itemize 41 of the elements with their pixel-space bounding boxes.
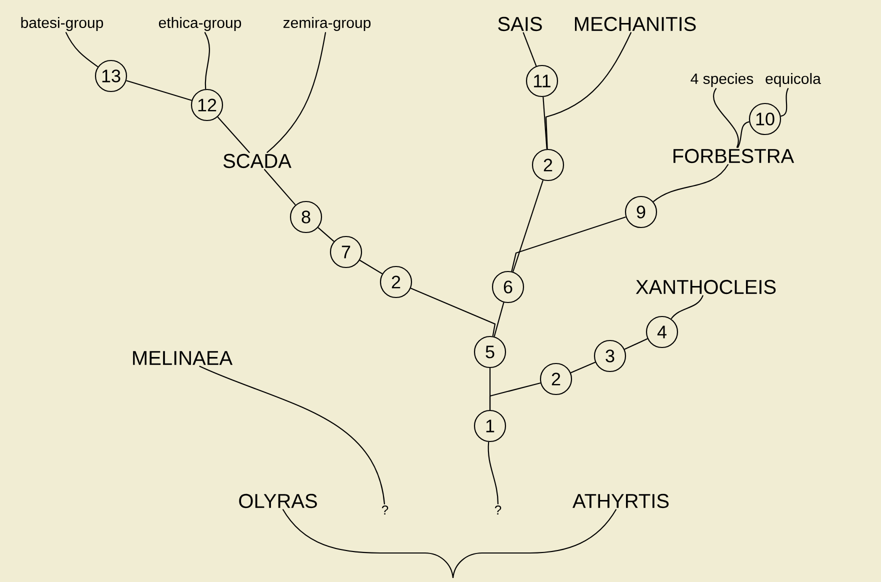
- branch-line: [217, 116, 250, 154]
- branch-line: [737, 121, 750, 148]
- question-mark: ?: [382, 505, 388, 515]
- taxon-label: MELINAEA: [133, 351, 233, 365]
- branch-line: [264, 168, 296, 206]
- taxon-label: MECHANITIS: [574, 16, 696, 32]
- taxon-label: SAIS: [498, 16, 542, 32]
- group-label: ethica-group: [158, 17, 242, 31]
- branch-line: [670, 295, 704, 320]
- branch-line: [489, 382, 541, 410]
- branch-line: [318, 227, 334, 242]
- branch-line: [545, 32, 632, 149]
- branch-line: [65, 32, 98, 68]
- group-label: equicola: [766, 73, 821, 87]
- taxon-label: XANTHOCLEIS: [636, 280, 776, 294]
- branch-line: [494, 302, 504, 337]
- group-label: batesi-group: [21, 17, 104, 31]
- branch-line: [359, 260, 383, 274]
- branch-line: [199, 366, 386, 504]
- branch-line: [511, 216, 626, 272]
- group-label: 4 species: [690, 73, 754, 87]
- branch-line: [410, 288, 496, 336]
- branch-line: [204, 32, 210, 90]
- branch-line: [713, 88, 739, 148]
- branch-line: [780, 88, 789, 117]
- branch-line: [266, 32, 326, 154]
- question-mark: ?: [494, 505, 502, 515]
- group-label: zemira-group: [283, 17, 371, 31]
- taxon-label: FORBESTRA: [674, 148, 794, 164]
- branch-line: [488, 442, 499, 504]
- branch-line: [652, 164, 729, 202]
- taxon-label: SCADA: [223, 154, 292, 168]
- branch-line: [624, 338, 648, 350]
- bracket-line: [282, 508, 617, 579]
- branch-line: [512, 180, 544, 272]
- branch-line: [522, 32, 537, 66]
- taxon-label: OLYRAS: [239, 494, 317, 508]
- branch-line: [570, 362, 596, 374]
- taxon-label: ATHYRTIS: [572, 494, 669, 508]
- branch-line: [542, 96, 548, 150]
- branch-line: [126, 80, 192, 101]
